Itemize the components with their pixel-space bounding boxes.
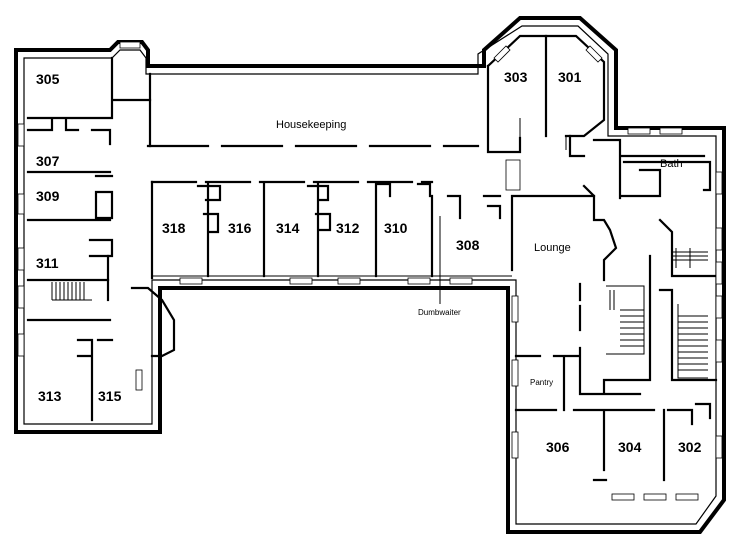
window-group [17, 41, 723, 501]
partition-310-308 [416, 182, 434, 278]
window [715, 339, 723, 363]
room-305: 305 [36, 71, 60, 87]
area-lounge: Lounge [534, 242, 571, 254]
window [407, 277, 431, 285]
west-wing-stair [51, 282, 92, 301]
room-301: 301 [558, 69, 582, 85]
room-309: 309 [36, 188, 60, 204]
window [179, 277, 203, 285]
room-318: 318 [162, 220, 186, 236]
room-314: 314 [276, 220, 300, 236]
window [659, 127, 683, 135]
wall-308-closet [446, 194, 502, 220]
partition-314-312 [306, 182, 332, 278]
window [585, 45, 603, 63]
room-304: 304 [618, 439, 642, 455]
window [17, 193, 25, 215]
room-306: 306 [546, 439, 570, 455]
window [715, 227, 723, 251]
window [511, 295, 519, 323]
partition-312-310 [374, 182, 392, 278]
window [627, 127, 651, 135]
window [17, 123, 25, 147]
window [119, 41, 141, 49]
building-outer-wall [14, 16, 726, 534]
room-312: 312 [336, 220, 360, 236]
window [611, 493, 635, 501]
window [289, 277, 313, 285]
west-wing-wall-309 [26, 174, 114, 222]
room-303: 303 [504, 69, 528, 85]
window [17, 333, 25, 357]
partition-318-316 [196, 182, 222, 278]
east-corridor-wall-upper [568, 134, 618, 282]
east-stair-upper [672, 248, 708, 268]
west-corridor-wall [130, 286, 176, 358]
window [715, 295, 723, 319]
west-wing-wall-313 [26, 318, 114, 422]
window [643, 493, 667, 501]
room-315: 315 [98, 388, 122, 404]
window [493, 45, 511, 63]
window [337, 277, 361, 285]
window [715, 171, 723, 195]
building-inner-outline [23, 25, 717, 525]
pantry-wall [514, 354, 580, 412]
room-311: 311 [36, 255, 59, 271]
octagon-bay-wall [486, 34, 606, 154]
room-316: 316 [228, 220, 252, 236]
east-corridor-wall [578, 218, 718, 396]
window [715, 435, 723, 459]
window [135, 369, 143, 391]
window [17, 247, 25, 271]
bath-wall [592, 138, 712, 200]
window [511, 359, 519, 387]
west-wing-wall-307 [26, 118, 112, 174]
room-308: 308 [456, 237, 480, 253]
west-wing-wall-305 [26, 56, 152, 120]
area-housekeeping: Housekeeping [276, 119, 346, 131]
room-307: 307 [36, 153, 60, 169]
central-stair [606, 285, 645, 355]
window [17, 285, 25, 309]
room-313: 313 [38, 388, 62, 404]
room-302: 302 [678, 439, 702, 455]
room-310: 310 [384, 220, 408, 236]
area-pantry: Pantry [530, 378, 553, 387]
window [715, 261, 723, 285]
wall-306-304-302 [514, 402, 712, 482]
area-dumbwaiter: Dumbwaiter [418, 308, 461, 317]
window [675, 493, 699, 501]
window [449, 277, 473, 285]
area-bath: Bath [660, 158, 683, 170]
window [511, 431, 519, 459]
east-stair-lower [677, 304, 708, 379]
window [505, 159, 521, 191]
